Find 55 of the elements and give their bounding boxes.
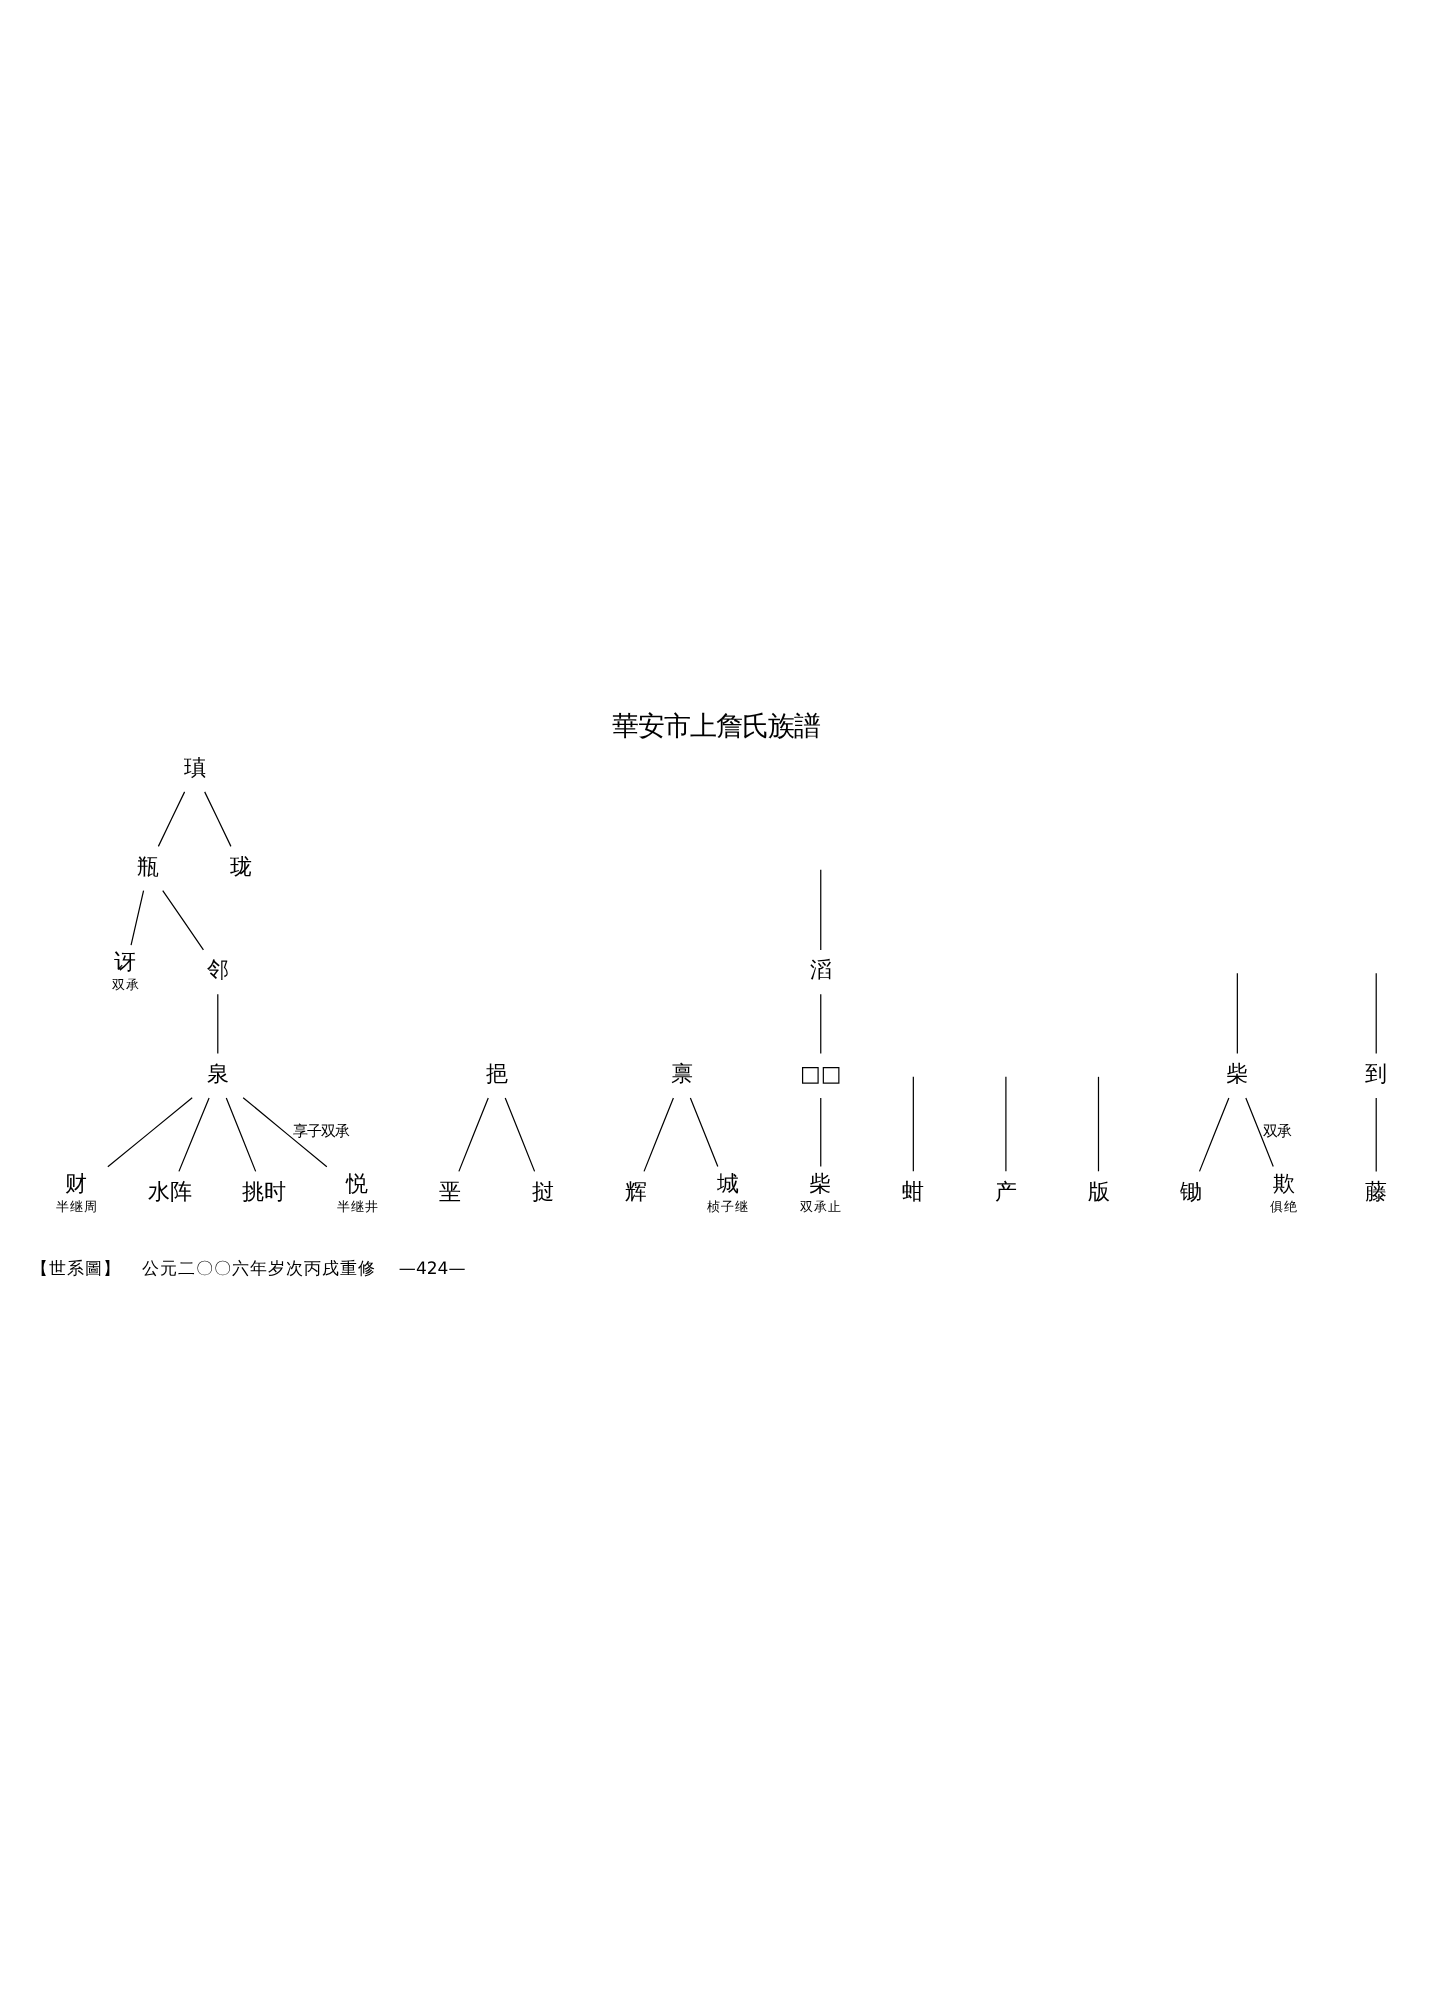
node-text: 讶 [113, 948, 136, 975]
connector [819, 993, 821, 1054]
node-text: 锄 [1179, 1179, 1202, 1206]
node-text: 禀 [669, 1060, 692, 1087]
connector [129, 890, 144, 946]
node-text: 邻 [205, 957, 228, 984]
node-text: 珑 [228, 853, 251, 880]
node-text: 泉 [205, 1060, 228, 1087]
connector [1374, 972, 1376, 1055]
diagram-title: 華安市上詹氏族譜 [611, 713, 819, 744]
node-text: 辉 [623, 1179, 646, 1206]
connector [457, 1097, 488, 1172]
node-text: 挹 [484, 1060, 507, 1087]
connector [106, 1097, 192, 1168]
connector [203, 791, 231, 847]
connector [1244, 1097, 1273, 1168]
connector [161, 890, 204, 951]
connector [503, 1097, 535, 1172]
connector [216, 993, 218, 1054]
node-text: 柴 [1225, 1060, 1248, 1087]
node-text: 滔 [808, 957, 831, 984]
connector [642, 1097, 673, 1172]
connector [1235, 972, 1237, 1055]
label: 【世系圖】 [30, 1259, 121, 1280]
node-text: 版 [1086, 1179, 1109, 1206]
label: 公元二〇〇六年岁次丙戌重修 [141, 1259, 376, 1280]
connector [241, 1097, 327, 1168]
label: —424— [397, 1259, 465, 1280]
connector [688, 1097, 718, 1168]
node-text: 城 [715, 1170, 738, 1197]
node-text: 瑱 [182, 755, 205, 782]
node-text: 蚶 [901, 1179, 924, 1206]
connector [177, 1097, 209, 1172]
node-text: 水阵 [147, 1179, 192, 1206]
node-text: 产 [993, 1179, 1016, 1206]
node-text: 柴 [808, 1170, 831, 1197]
connector [224, 1097, 256, 1172]
node-text: □□ [799, 1060, 841, 1087]
node-text: 垩 [438, 1179, 461, 1206]
node-text: 财 [63, 1170, 86, 1197]
node-text: 瓶 [136, 853, 159, 880]
node-text: 悦 [345, 1170, 368, 1197]
connector [819, 1097, 821, 1168]
node-text: 挑时 [241, 1179, 286, 1206]
connector [1096, 1076, 1099, 1172]
connector [156, 791, 185, 847]
node-text: 挝 [531, 1179, 554, 1206]
connector [819, 869, 821, 951]
node-text: 藤 [1364, 1179, 1387, 1206]
connector [1374, 1097, 1376, 1172]
connector [1197, 1097, 1229, 1172]
connector [1004, 1076, 1006, 1172]
node-text: 到 [1364, 1060, 1387, 1087]
node-text: 欺 [1271, 1170, 1294, 1197]
connector [911, 1076, 913, 1172]
